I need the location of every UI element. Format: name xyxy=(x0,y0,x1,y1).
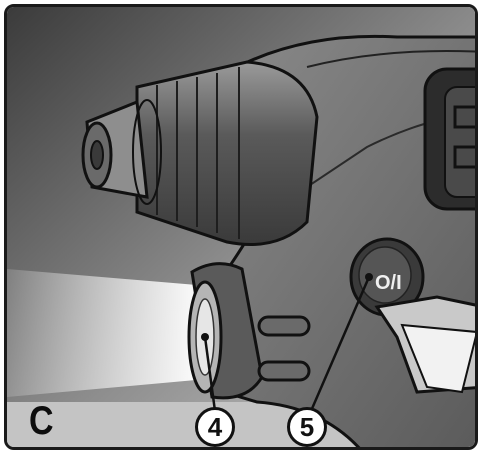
chuck xyxy=(135,60,319,246)
switch-symbol: O/I xyxy=(375,272,402,294)
panel-letter: C xyxy=(29,399,54,443)
callout-5: 5 xyxy=(287,407,327,447)
hammer-drill-illustration: O/I xyxy=(7,7,475,447)
callout-5-number: 5 xyxy=(299,411,315,442)
figure-frame: O/I C 4 5 xyxy=(4,4,478,450)
callout-4: 4 xyxy=(195,407,235,447)
light-beam xyxy=(7,269,207,397)
leader-line-5 xyxy=(309,276,371,412)
leader-line-4 xyxy=(203,336,217,412)
callout-4-number: 4 xyxy=(207,411,223,442)
